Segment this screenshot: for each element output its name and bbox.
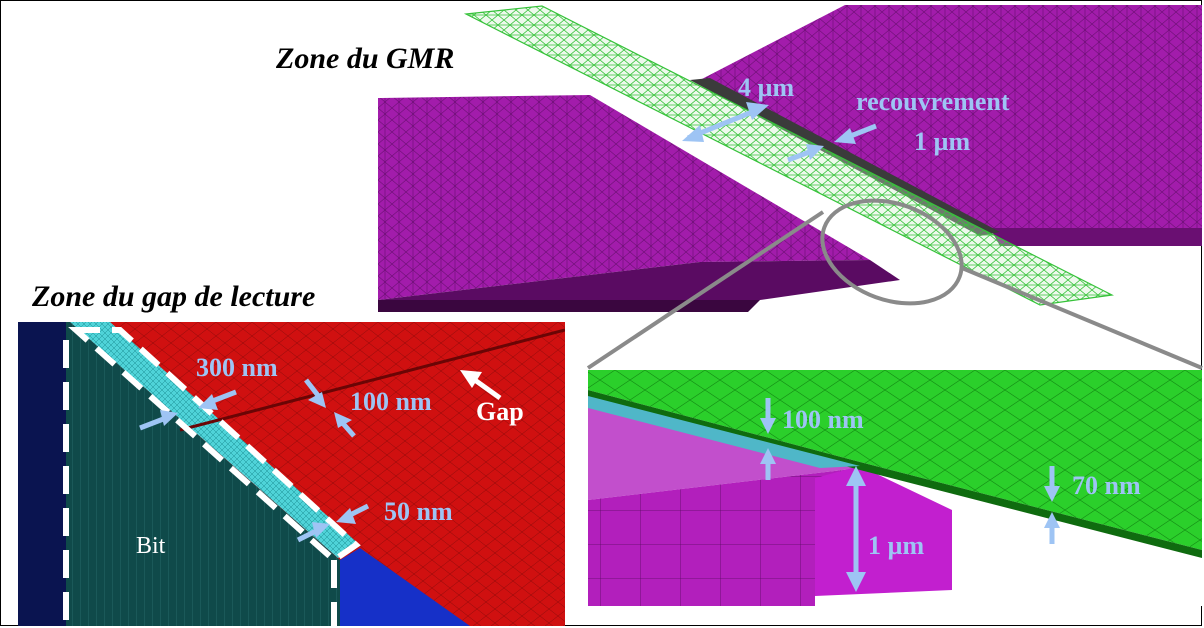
zoom-green-layer (588, 370, 1202, 550)
width-label: 4 µm (738, 73, 794, 102)
gmr-sensor-bar (690, 78, 1000, 236)
zoom-arrow-1um (846, 466, 866, 592)
zoom-green-edge (588, 390, 1202, 558)
label-300nm: 300 nm (196, 353, 278, 382)
gmr-green-mesh-strip (463, 5, 1114, 306)
zoom-magenta-block-right (815, 466, 952, 596)
overlap-arrows (787, 123, 877, 163)
bit-label: Bit (136, 533, 166, 559)
gmr-right-plate-edge (990, 228, 1202, 246)
zoom-label-100nm: 100 nm (782, 405, 864, 434)
gap-zone-title: Zone du gap de lecture (31, 280, 315, 313)
gmr-left-plate-shadow (378, 260, 900, 300)
label-100nm-gap: 100 nm (350, 387, 432, 416)
gap-line (179, 328, 565, 432)
zoom-label-70nm: 70 nm (1072, 471, 1141, 500)
zoom-label-1um: 1 µm (868, 531, 924, 560)
arrows-100nm (304, 378, 356, 438)
gmr-left-plate (378, 95, 870, 300)
zoom-panel: 100 nm 70 nm 1 µm (588, 370, 1202, 606)
gap-navy-strip (18, 322, 66, 626)
overlap-label-line1: recouvrement (856, 87, 1010, 116)
gap-blue-shield (340, 548, 470, 626)
bit-region (66, 322, 340, 626)
gmr-mesh-panel: 4 µm recouvrement 1 µm (378, 5, 1203, 370)
zoom-ellipse (820, 198, 964, 306)
gap-cyan-band (70, 322, 360, 558)
zoom-cyan-layer (588, 396, 860, 468)
gmr-zone-title: Zone du GMR (275, 42, 454, 75)
gmr-right-plate (700, 5, 1202, 228)
gmr-left-plate-edge (378, 300, 760, 312)
label-50nm: 50 nm (384, 497, 453, 526)
gap-dashed-outline (68, 327, 361, 564)
gap-label: Gap (476, 397, 524, 426)
width-arrow (682, 102, 769, 142)
zoom-arrows-70nm (1044, 466, 1060, 544)
overlap-label-line2: 1 µm (914, 127, 970, 156)
zoom-magenta-block-left (588, 468, 860, 606)
arrows-50nm (296, 503, 370, 543)
zoom-connector-right (961, 266, 1203, 370)
zoom-arrows-100nm (760, 398, 776, 480)
zoom-connector-left (586, 210, 825, 370)
arrows-300nm (139, 389, 237, 431)
gap-mesh-panel: 300 nm 100 nm 50 nm Gap Bit (18, 322, 565, 626)
gap-pointer-arrow (460, 370, 502, 401)
